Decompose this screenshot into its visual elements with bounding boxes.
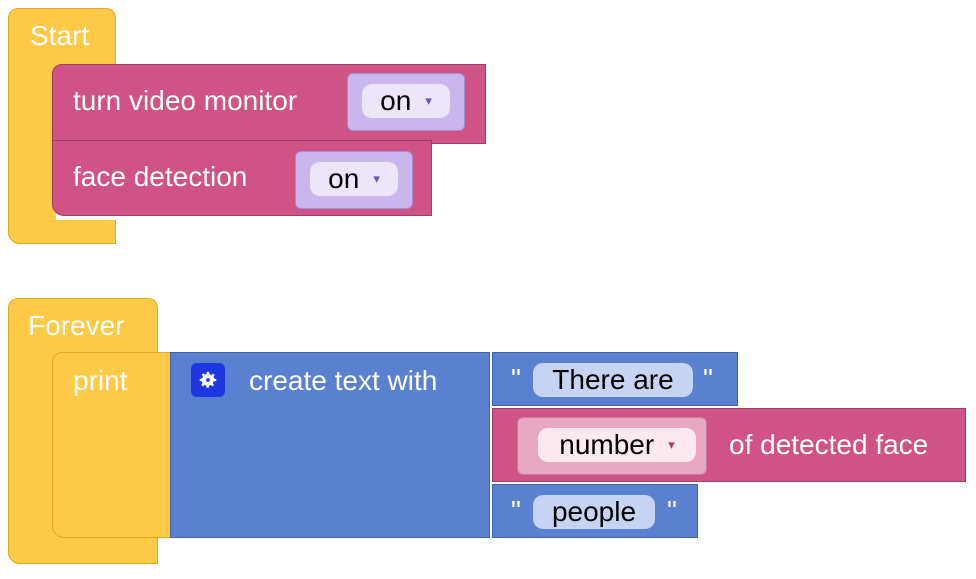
start-hat-bottom [8,220,116,244]
text-field-people-value: people [551,496,637,527]
forever-label: Forever [28,310,125,341]
open-quote: " [511,363,521,394]
video-monitor-dropdown-value: on [380,85,412,116]
chevron-down-icon: ▾ [373,171,380,186]
forever-bottom [8,536,158,564]
close-quote: " [703,363,713,394]
video-monitor-dropdown-slot: on ▾ [347,73,465,131]
text-block-there-are[interactable]: " There are " [492,352,738,406]
text-block-people[interactable]: " people " [492,484,698,538]
face-detection-dropdown[interactable]: on ▾ [310,162,398,196]
forever-loop-block[interactable]: Forever print create text with " There a… [8,298,968,568]
create-text-with-block[interactable]: create text with [170,352,490,538]
text-field-there-are-value: There are [552,364,674,395]
text-field-people[interactable]: people [533,495,655,529]
start-hat-block[interactable]: Start turn video monitor on ▾ face detec… [8,8,488,244]
close-quote: " [667,495,677,526]
number-dropdown-slot: number ▾ [517,417,707,475]
open-quote: " [511,495,521,526]
start-hat-top [8,8,116,68]
forever-top [8,298,158,356]
turn-video-monitor-block[interactable]: turn video monitor on ▾ [52,64,486,144]
create-text-with-label: create text with [249,365,438,396]
forever-left-arm [8,352,56,564]
chevron-down-icon: ▾ [668,437,675,452]
number-dropdown[interactable]: number ▾ [538,428,696,462]
start-label: Start [30,20,90,51]
turn-video-monitor-label: turn video monitor [73,85,298,116]
chevron-down-icon: ▾ [425,93,432,108]
text-field-there-are[interactable]: There are [533,363,693,397]
number-of-detected-face-block[interactable]: number ▾ of detected face [492,408,966,482]
detected-face-label: of detected face [729,429,929,460]
face-detection-dropdown-slot: on ▾ [295,151,413,209]
start-hat-left-arm [8,64,56,244]
face-detection-label: face detection [73,161,248,192]
number-dropdown-value: number [559,429,655,460]
gear-icon-glyph [199,371,217,388]
gear-icon[interactable] [191,363,225,397]
print-label: print [73,365,128,396]
face-detection-dropdown-value: on [328,163,360,194]
video-monitor-dropdown[interactable]: on ▾ [362,84,450,118]
print-block[interactable]: print [52,352,172,538]
face-detection-block[interactable]: face detection on ▾ [52,140,432,216]
